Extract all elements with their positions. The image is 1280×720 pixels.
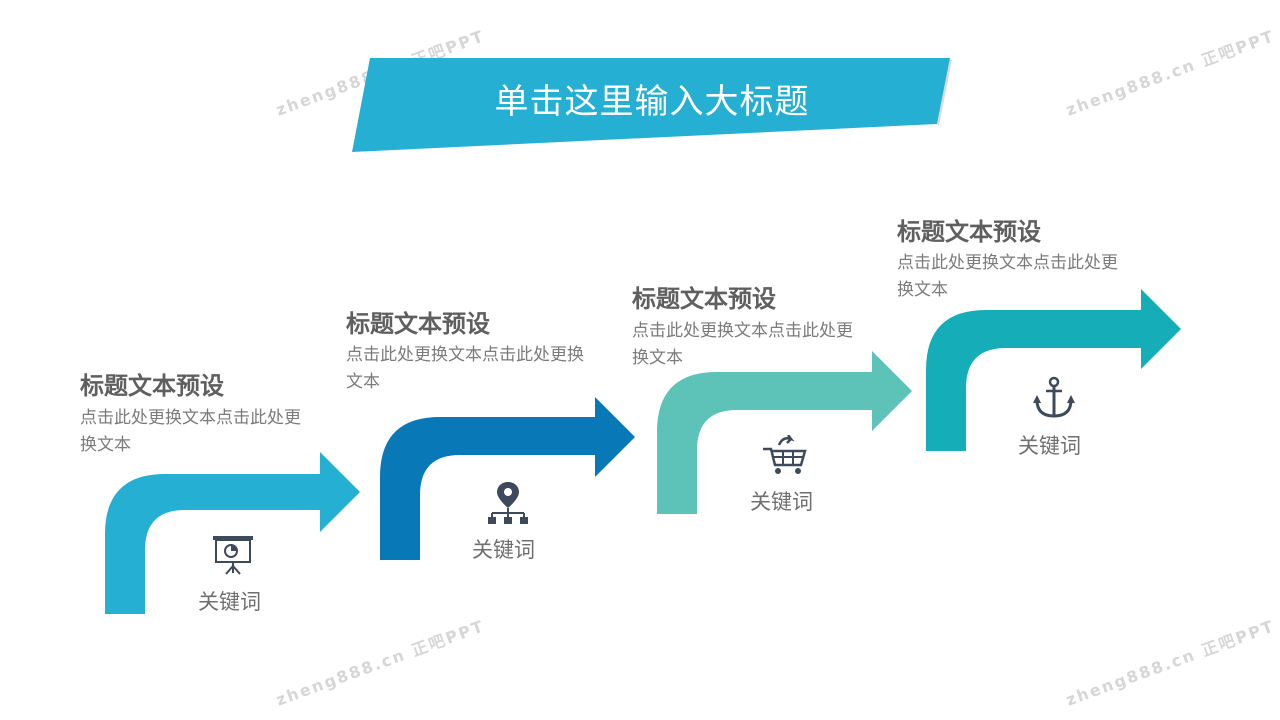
step-2-keyword[interactable]: 关键词 bbox=[472, 538, 535, 562]
step-2-description[interactable]: 点击此处更换文本点击此处更换文本 bbox=[346, 345, 584, 392]
step-1-keyword[interactable]: 关键词 bbox=[198, 590, 261, 614]
page-title[interactable]: 单击这里输入大标题 bbox=[494, 82, 810, 122]
banner-shape bbox=[352, 58, 952, 152]
step-1-title[interactable]: 标题文本预设 bbox=[80, 372, 224, 400]
presentation-board-icon bbox=[213, 536, 253, 575]
step-arrow-2 bbox=[380, 397, 635, 560]
step-3-title[interactable]: 标题文本预设 bbox=[632, 285, 776, 313]
anchor-icon bbox=[1033, 376, 1075, 418]
shopping-cart-icon bbox=[763, 435, 807, 474]
step-arrow-1 bbox=[105, 452, 360, 614]
title-banner: 单击这里输入大标题 bbox=[352, 58, 952, 152]
step-arrow-4 bbox=[926, 289, 1181, 451]
step-4-description[interactable]: 点击此处更换文本点击此处更换文本 bbox=[897, 253, 1118, 300]
step-2-title[interactable]: 标题文本预设 bbox=[346, 310, 490, 338]
step-3-keyword[interactable]: 关键词 bbox=[750, 490, 813, 514]
step-3-description[interactable]: 点击此处更换文本点击此处更换文本 bbox=[632, 321, 853, 368]
step-1-description[interactable]: 点击此处更换文本点击此处更换文本 bbox=[80, 408, 301, 455]
step-4-keyword[interactable]: 关键词 bbox=[1018, 434, 1081, 458]
step-4-title[interactable]: 标题文本预设 bbox=[897, 218, 1041, 246]
step-arrow-3 bbox=[657, 351, 912, 514]
location-network-icon bbox=[488, 482, 528, 524]
